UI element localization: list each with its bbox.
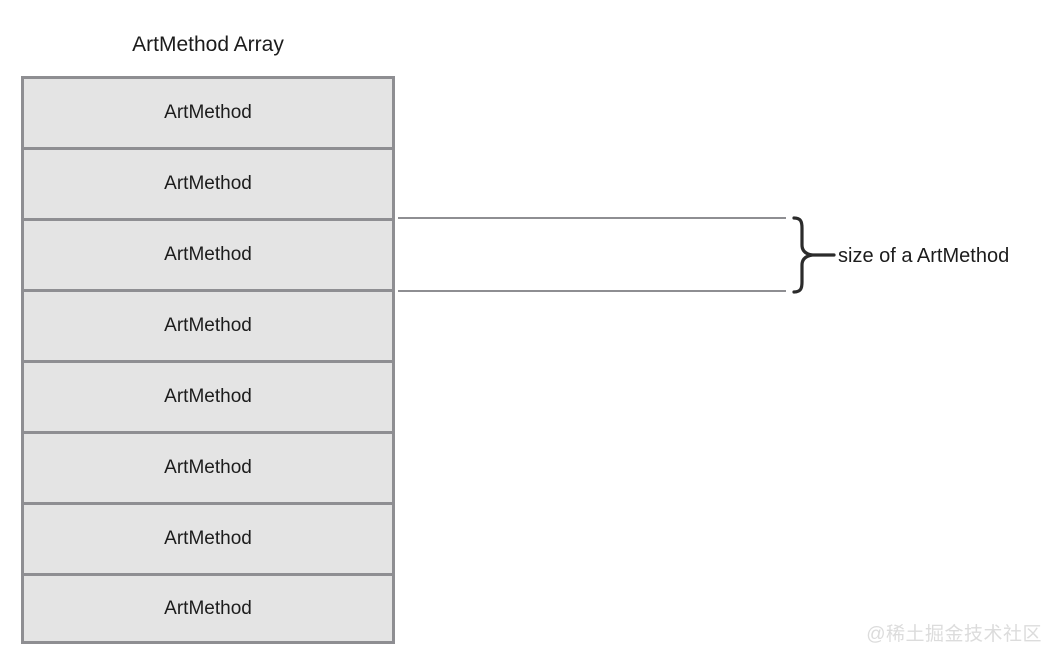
array-cell: ArtMethod (21, 431, 395, 502)
measurement-leader-line-top (398, 217, 786, 219)
size-annotation-label: size of a ArtMethod (838, 245, 1010, 267)
array-cell: ArtMethod (21, 218, 395, 289)
curly-brace-right-icon (788, 212, 836, 298)
array-cell: ArtMethod (21, 502, 395, 573)
array-cell-label: ArtMethod (164, 315, 252, 336)
array-cell: ArtMethod (21, 289, 395, 360)
array-cell: ArtMethod (21, 573, 395, 644)
array-cell-label: ArtMethod (164, 528, 252, 549)
measurement-leader-line-bottom (398, 290, 786, 292)
watermark: @稀土掘金技术社区 (866, 624, 1042, 645)
array-cell-label: ArtMethod (164, 386, 252, 407)
array-cell-label: ArtMethod (164, 244, 252, 265)
page-title: ArtMethod Array (132, 33, 284, 56)
array-cell-label: ArtMethod (164, 457, 252, 478)
array-cell-label: ArtMethod (164, 102, 252, 123)
array-cell: ArtMethod (21, 76, 395, 147)
array-cell: ArtMethod (21, 147, 395, 218)
array-cell-label: ArtMethod (164, 173, 252, 194)
array-cell: ArtMethod (21, 360, 395, 431)
array-cell-label: ArtMethod (164, 597, 252, 619)
artmethod-array: ArtMethod ArtMethod ArtMethod ArtMethod … (21, 76, 395, 644)
